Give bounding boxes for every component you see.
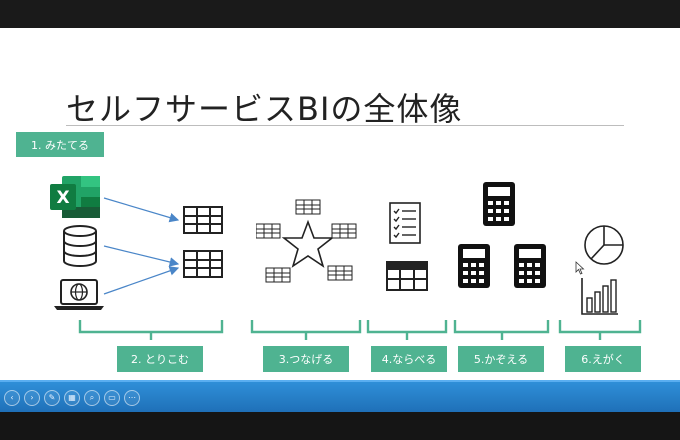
bar-chart-icon [580,276,620,316]
presenter-control-bar: ‹ › ✎ ▦ ⌕ ▭ ⋯ [0,380,680,412]
pie-chart-icon [583,224,625,266]
svg-text:X: X [56,188,69,208]
next-slide-button[interactable]: › [24,390,40,406]
checklist-icon [389,202,421,244]
table-icon [183,206,223,234]
presentation-slide: セルフサービスBIの全体像 1. みたてる X [0,28,680,380]
step-label-mitateru: 1. みたてる [16,132,104,157]
table-icon [183,250,223,278]
zoom-button[interactable]: ⌕ [84,390,100,406]
star-relationship-icon [256,194,360,290]
step-label-torikomu: 2. とりこむ [117,346,203,372]
previous-slide-button[interactable]: ‹ [4,390,20,406]
group-brackets [78,320,642,340]
database-icon [62,224,98,268]
title-underline [66,125,624,126]
step-label-kazoeru: 5.かぞえる [458,346,544,372]
calculator-icon [514,244,546,288]
import-arrows [103,197,180,295]
step-label-egaku: 6.えがく [565,346,641,372]
calculator-icon [483,182,515,226]
top-window-bar [0,0,680,28]
mouse-cursor-icon [575,261,585,275]
laptop-web-icon [53,278,105,312]
bottom-window-bar [0,412,680,440]
excel-icon: X [50,176,102,218]
more-options-button[interactable]: ⋯ [124,390,140,406]
table-icon [386,261,428,291]
slide-grid-button[interactable]: ▦ [64,390,80,406]
subtitle-button[interactable]: ▭ [104,390,120,406]
calculator-icon [458,244,490,288]
pen-tool-button[interactable]: ✎ [44,390,60,406]
slide-title: セルフサービスBIの全体像 [66,90,463,128]
step-label-tsunageru: 3.つなげる [263,346,349,372]
step-label-naraberu: 4.ならべる [371,346,447,372]
